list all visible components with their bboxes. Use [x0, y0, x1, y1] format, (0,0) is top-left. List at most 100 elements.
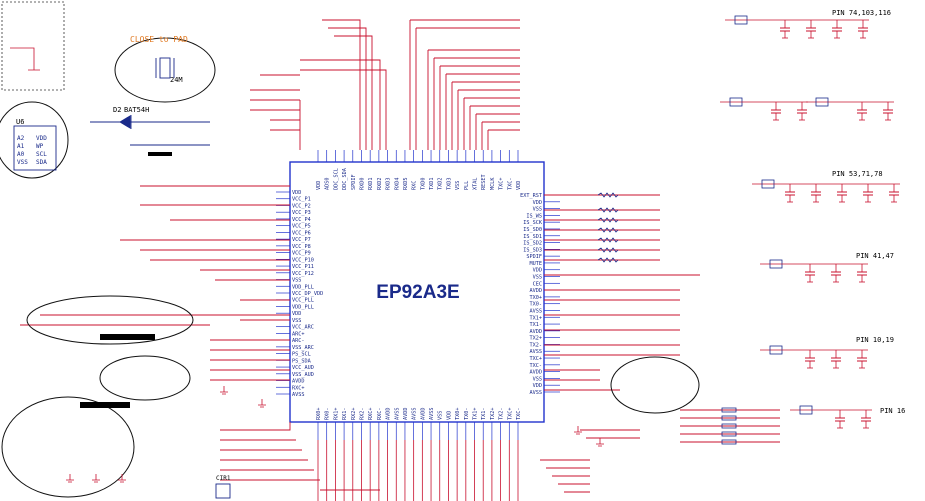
- right-pin-label: VSS: [533, 207, 542, 213]
- left-pin-label: VCC_PLL: [292, 298, 314, 304]
- right-pin-label: AVSS: [530, 390, 543, 396]
- bottom-pin-label: RXC+: [368, 408, 374, 421]
- bottom-bus-wires: [540, 194, 780, 493]
- resistor-symbol: [597, 257, 619, 263]
- series-resistors: [597, 192, 737, 445]
- left-pin-label: VCC_P7: [292, 237, 311, 243]
- bottom-pin-label: TX2+: [490, 408, 496, 421]
- ground-symbols: [66, 386, 604, 483]
- ic-body: [289, 161, 545, 423]
- eeprom-pin-label: SCL: [36, 151, 47, 158]
- bottom-pin-label: TXC+: [507, 408, 513, 421]
- left-pin-label: VDD: [292, 311, 301, 317]
- eeprom-pin-label: A2: [17, 135, 25, 142]
- left-pin-label: ARC-: [292, 338, 305, 344]
- bottom-pin-label: TX1+: [473, 408, 479, 421]
- top-pin-label: TXD0: [420, 178, 426, 191]
- right-pin-label: MUTE: [530, 261, 543, 267]
- right-pin-label: IS_SD2: [523, 241, 542, 247]
- left-pin-label: PS_SDA: [292, 358, 312, 364]
- resistor-symbol: [597, 207, 619, 213]
- crystal-freq: 24M: [170, 76, 183, 84]
- bottom-pin-label: RXC-: [377, 408, 383, 421]
- bottom-pin-label: AVSS: [429, 408, 435, 421]
- ic-left-pins: VDDVCC_P1VCC_P2VCC_P3VCC_P4VCC_P5VCC_P6V…: [276, 190, 323, 398]
- bottom-pin-label: TXC-: [516, 408, 522, 421]
- right-pin-label: CEC: [533, 281, 542, 287]
- oscillator-symbol: [215, 483, 231, 499]
- resistor-symbol: [721, 407, 737, 413]
- eeprom-pin-label: A0: [17, 151, 25, 158]
- pin-note-4: PIN 10,19: [856, 336, 894, 344]
- oscillator-ref: CIR1: [216, 475, 231, 482]
- left-pin-label: AVSS: [292, 392, 305, 398]
- top-pin-label: VSS: [455, 181, 461, 190]
- top-pin-label: RXD1: [368, 178, 374, 191]
- left-pin-label: VSS_AUD: [292, 372, 314, 378]
- right-pin-label: TX2-: [530, 342, 543, 348]
- left-pin-label: VCC_P11: [292, 264, 314, 270]
- right-pin-label: IS_WS: [526, 213, 542, 219]
- bottom-pin-label: RX1+: [333, 408, 339, 421]
- top-pin-label: RXD4: [394, 178, 400, 191]
- eeprom-pin-label: VSS: [17, 159, 28, 166]
- top-pin-label: XTAL: [473, 178, 479, 191]
- right-pin-label: EXT_RST: [520, 193, 542, 199]
- right-pin-label: SPDIF: [526, 254, 542, 260]
- left-pin-label: VCC_P2: [292, 203, 311, 209]
- resistor-symbol: [597, 192, 619, 198]
- diode-symbol: [90, 115, 210, 146]
- top-pin-label: RESET: [481, 174, 487, 190]
- eeprom-pin-label: WP: [36, 143, 44, 150]
- diode-ref: D2: [113, 106, 121, 114]
- resistor-symbol: [721, 439, 737, 445]
- eeprom-pin-label: SDA: [36, 159, 47, 166]
- ic-name: EP92A3E: [376, 282, 459, 303]
- bottom-pin-label: AVDD: [403, 408, 409, 421]
- right-pin-label: IS_SD0: [523, 227, 542, 233]
- left-pin-label: VCC_P4: [292, 217, 311, 223]
- left-pin-label: ARC+: [292, 331, 305, 337]
- bottom-pin-label: RX1-: [342, 408, 348, 421]
- eeprom-chip: [13, 125, 57, 171]
- ground-symbol: [118, 474, 126, 483]
- bottom-pin-label: AVDD: [420, 408, 426, 421]
- resistor-symbol: [721, 415, 737, 421]
- crystal-symbol: [155, 57, 175, 79]
- left-bus-wires: [20, 185, 380, 491]
- top-pin-label: RXD5: [403, 178, 409, 191]
- top-pin-label: DDC_SCL: [333, 168, 339, 190]
- ground-symbol: [220, 386, 228, 395]
- bottom-pin-label: AVSS: [394, 408, 400, 421]
- right-pin-label: AVDD: [530, 370, 543, 376]
- right-pin-label: TXC-: [530, 363, 543, 369]
- bottom-pin-label: VDD: [446, 411, 452, 420]
- right-pin-label: VSS: [533, 275, 542, 281]
- top-pin-label: DDC_SDA: [342, 167, 348, 190]
- eeprom-pin-label: VDD: [36, 135, 47, 142]
- top-pin-label: TXD3: [446, 178, 452, 191]
- left-pin-label: VDD_PLL: [292, 284, 314, 290]
- left-pin-label: VCC_P1: [292, 197, 311, 203]
- resistor-symbol: [597, 247, 619, 253]
- bottom-pin-label: RX2-: [359, 408, 365, 421]
- jumper-box: [1, 1, 65, 91]
- bottom-pin-label: VSS: [438, 411, 444, 420]
- bottom-pin-label: TX0-: [464, 408, 470, 421]
- top-pin-label: VDD: [516, 181, 522, 190]
- ground-symbol: [258, 399, 266, 408]
- bottom-pin-label: TX2-: [499, 408, 505, 421]
- pin-note-1: PIN 74,103,116: [832, 9, 891, 17]
- bottom-pin-label: AVSS: [412, 408, 418, 421]
- top-bus-wires: [250, 19, 520, 150]
- left-pin-label: VCC_P6: [292, 230, 311, 236]
- resistor-symbol: [597, 217, 619, 223]
- top-pin-label: TXD1: [429, 178, 435, 191]
- right-pin-label: TX0-: [530, 302, 543, 308]
- left-pin-label: VSS: [292, 318, 301, 324]
- ic-right-pins: EXT_RSTVDDVSSIS_WSIS_SCKIS_SD0IS_SD1IS_S…: [520, 193, 560, 396]
- top-pin-label: RXD2: [377, 178, 383, 191]
- top-pin-label: VDD: [316, 181, 322, 190]
- left-pin-label: VCC_P8: [292, 244, 311, 250]
